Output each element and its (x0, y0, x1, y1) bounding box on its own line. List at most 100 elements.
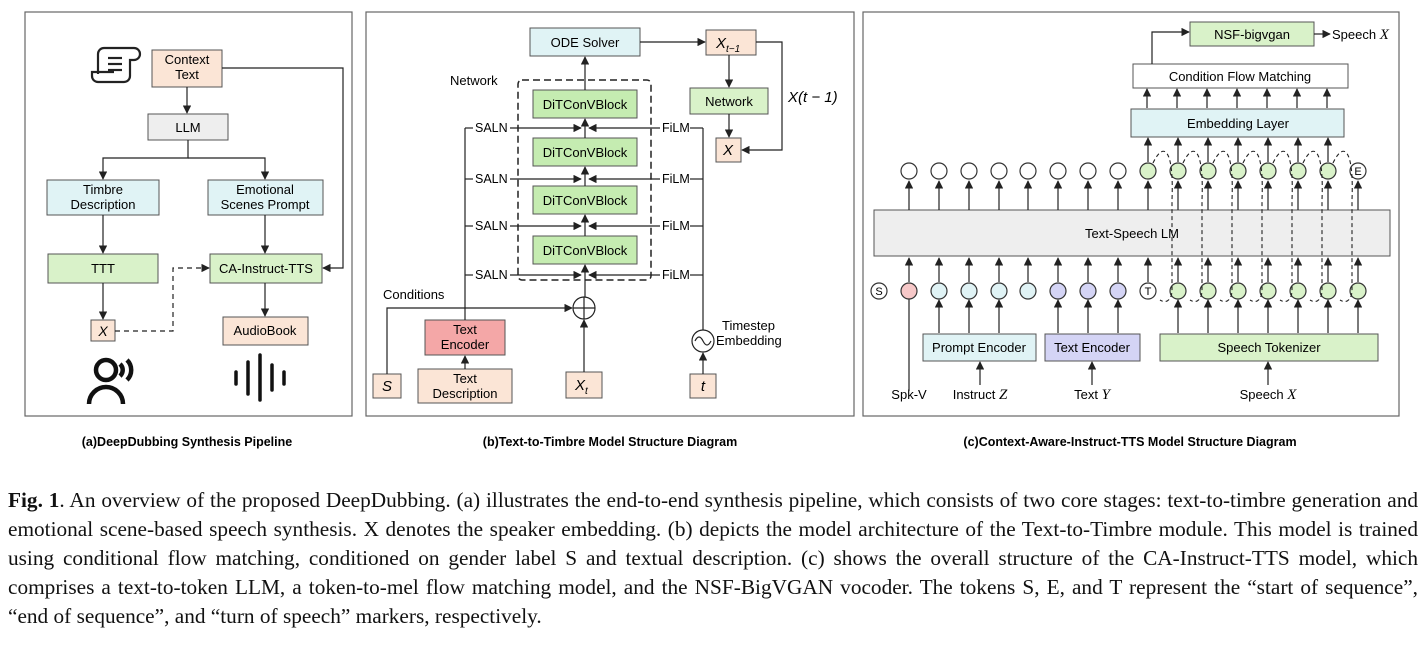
condition-flow-matching-box (1132, 63, 1349, 89)
input-token-9 (1109, 282, 1127, 300)
audiobook-box (222, 316, 309, 346)
input-token-3 (930, 282, 948, 300)
input-token-10 (1139, 282, 1157, 300)
timestep-line2: Embedding (716, 333, 782, 348)
dit-block-1 (532, 89, 638, 119)
x-t-minus-1-main: X (715, 35, 727, 52)
ode-solver-label: ODE Solver (551, 35, 620, 50)
emotional-line1: Emotional (236, 182, 294, 197)
x-output-box (715, 137, 742, 163)
x-embedding-label: X (97, 323, 108, 339)
x-output-label: X (722, 142, 734, 159)
output-token-15 (1319, 162, 1337, 180)
speech-tokenizer-box (1159, 333, 1379, 362)
timbre-description-box (46, 179, 160, 216)
speaker-person-icon (86, 357, 134, 405)
input-token-7 (1049, 282, 1067, 300)
network-box (689, 87, 769, 115)
feedback-arc-3 (1212, 150, 1233, 303)
feedback-arc-2 (1182, 150, 1203, 303)
feedback-arc-6 (1302, 150, 1323, 303)
t-box (689, 373, 717, 399)
feedback-arc-4 (1242, 150, 1263, 303)
output-token-16 (1349, 162, 1367, 180)
text-encoder-line2: Encoder (441, 337, 490, 352)
text-encoder-c-label: Text Encoder (1054, 340, 1131, 355)
speech-x-input-var: X (1286, 387, 1297, 403)
input-token-1 (870, 282, 888, 300)
instruct-z-label: Instruct Z (953, 387, 1008, 403)
text-y-var: Y (1102, 387, 1112, 403)
speech-x-output-text: Speech (1332, 27, 1380, 42)
input-token-16 (1319, 282, 1337, 300)
dit-block-1-label: DiTConVBlock (543, 97, 628, 112)
embedding-layer-box (1130, 108, 1345, 138)
llm-label: LLM (175, 120, 200, 135)
dit-block-2 (532, 137, 638, 167)
saln-label-3: SALN (475, 219, 508, 233)
input-token-label-10: T (1145, 286, 1152, 298)
emotional-line2: Scenes Prompt (221, 197, 310, 212)
speech-x-output-label: Speech X (1332, 27, 1390, 43)
dit-block-3 (532, 185, 638, 215)
s-gender-box (372, 373, 402, 399)
dit-block-3-label: DiTConVBlock (543, 193, 628, 208)
network-box-label: Network (705, 94, 753, 109)
input-token-11 (1169, 282, 1187, 300)
text-description-line1: Text (453, 371, 477, 386)
speech-x-input-text: Speech (1240, 387, 1288, 402)
text-description-line2: Description (432, 386, 497, 401)
output-token-10 (1169, 162, 1187, 180)
ttt-label: TTT (91, 261, 115, 276)
text-encoder-line1: Text (453, 322, 477, 337)
panel-b: ODE Solver Xt−1 Network Network X X(t − … (365, 11, 855, 417)
x-t-minus-1-box (705, 29, 757, 56)
output-token-2 (930, 162, 948, 180)
output-token-5 (1019, 162, 1037, 180)
input-token-13 (1229, 282, 1247, 300)
input-token-8 (1079, 282, 1097, 300)
embedding-layer-label: Embedding Layer (1187, 116, 1290, 131)
text-y-text: Text (1074, 387, 1101, 402)
input-token-15 (1289, 282, 1307, 300)
xt-sub: t (585, 386, 589, 397)
text-speech-lm-box (873, 209, 1391, 257)
ode-solver-box (529, 27, 641, 57)
output-token-3 (960, 162, 978, 180)
prompt-encoder-label: Prompt Encoder (932, 340, 1027, 355)
input-token-12 (1199, 282, 1217, 300)
ca-instruct-tts-box (209, 253, 323, 284)
conditions-label: Conditions (383, 287, 445, 302)
input-token-5 (990, 282, 1008, 300)
film-label-4: FiLM (662, 268, 690, 282)
output-token-9 (1139, 162, 1157, 180)
network-label: Network (450, 73, 498, 88)
instruct-z-text: Instruct (953, 387, 999, 402)
ttt-box (47, 253, 159, 284)
text-speech-lm-label: Text-Speech LM (1085, 226, 1179, 241)
condition-flow-matching-label: Condition Flow Matching (1169, 69, 1311, 84)
script-icon (90, 46, 142, 84)
input-token-14 (1259, 282, 1277, 300)
xt-main: X (574, 377, 586, 394)
xt-label: Xt (574, 377, 589, 397)
input-token-4 (960, 282, 978, 300)
x-t-minus-1-sub: t−1 (726, 44, 740, 55)
input-token-17 (1349, 282, 1367, 300)
context-text-line1: Context (165, 52, 210, 67)
speech-x-output-var: X (1379, 27, 1390, 43)
nsf-bigvgan-label: NSF-bigvgan (1214, 27, 1290, 42)
dit-block-4-label: DiTConVBlock (543, 243, 628, 258)
saln-label-1: SALN (475, 121, 508, 135)
timestep-line1: Timestep (722, 318, 775, 333)
panel-b-caption: (b)Text-to-Timbre Model Structure Diagra… (483, 435, 737, 449)
film-label-2: FiLM (662, 172, 690, 186)
xt-box (565, 371, 603, 399)
film-label-1: FiLM (662, 121, 690, 135)
panel-c: NSF-bigvgan Speech X Condition Flow Matc… (862, 11, 1400, 417)
